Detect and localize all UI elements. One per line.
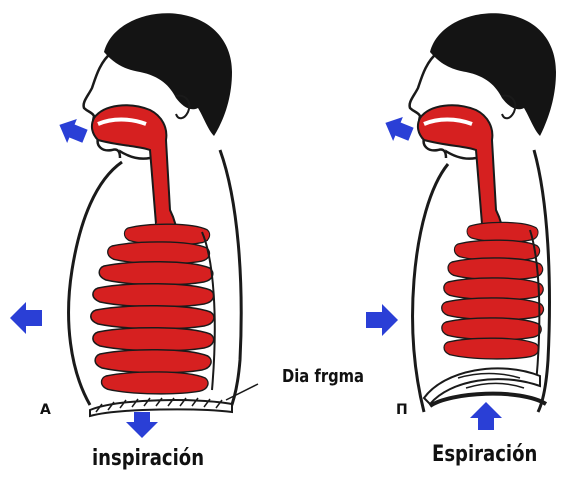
panel-label-b: П bbox=[396, 402, 408, 418]
diaphragm-a bbox=[90, 400, 232, 416]
body-outline-back-a bbox=[220, 150, 241, 410]
expiration-label: Espiración bbox=[432, 442, 537, 467]
airway-b bbox=[418, 105, 503, 236]
arrow-icon bbox=[380, 112, 416, 147]
body-outline-front-b bbox=[412, 164, 448, 412]
neck-outline-b bbox=[444, 150, 476, 159]
arrow-icon bbox=[470, 402, 502, 430]
neck-outline-a bbox=[118, 150, 150, 159]
airway-a bbox=[92, 105, 177, 236]
figure-inspiration bbox=[10, 13, 258, 438]
inspiration-label: inspiración bbox=[92, 446, 204, 471]
pointer-line-a bbox=[226, 384, 258, 400]
arrow-icon bbox=[54, 114, 90, 149]
diaphragm-label: Dia frgma bbox=[282, 366, 364, 387]
ribcage-b bbox=[442, 222, 544, 359]
ribcage-a bbox=[91, 224, 214, 394]
arrow-icon bbox=[10, 302, 42, 334]
panel-label-a: A bbox=[40, 402, 51, 418]
figure-expiration bbox=[366, 13, 556, 430]
arrow-icon bbox=[126, 412, 158, 438]
arrow-icon bbox=[366, 304, 398, 336]
